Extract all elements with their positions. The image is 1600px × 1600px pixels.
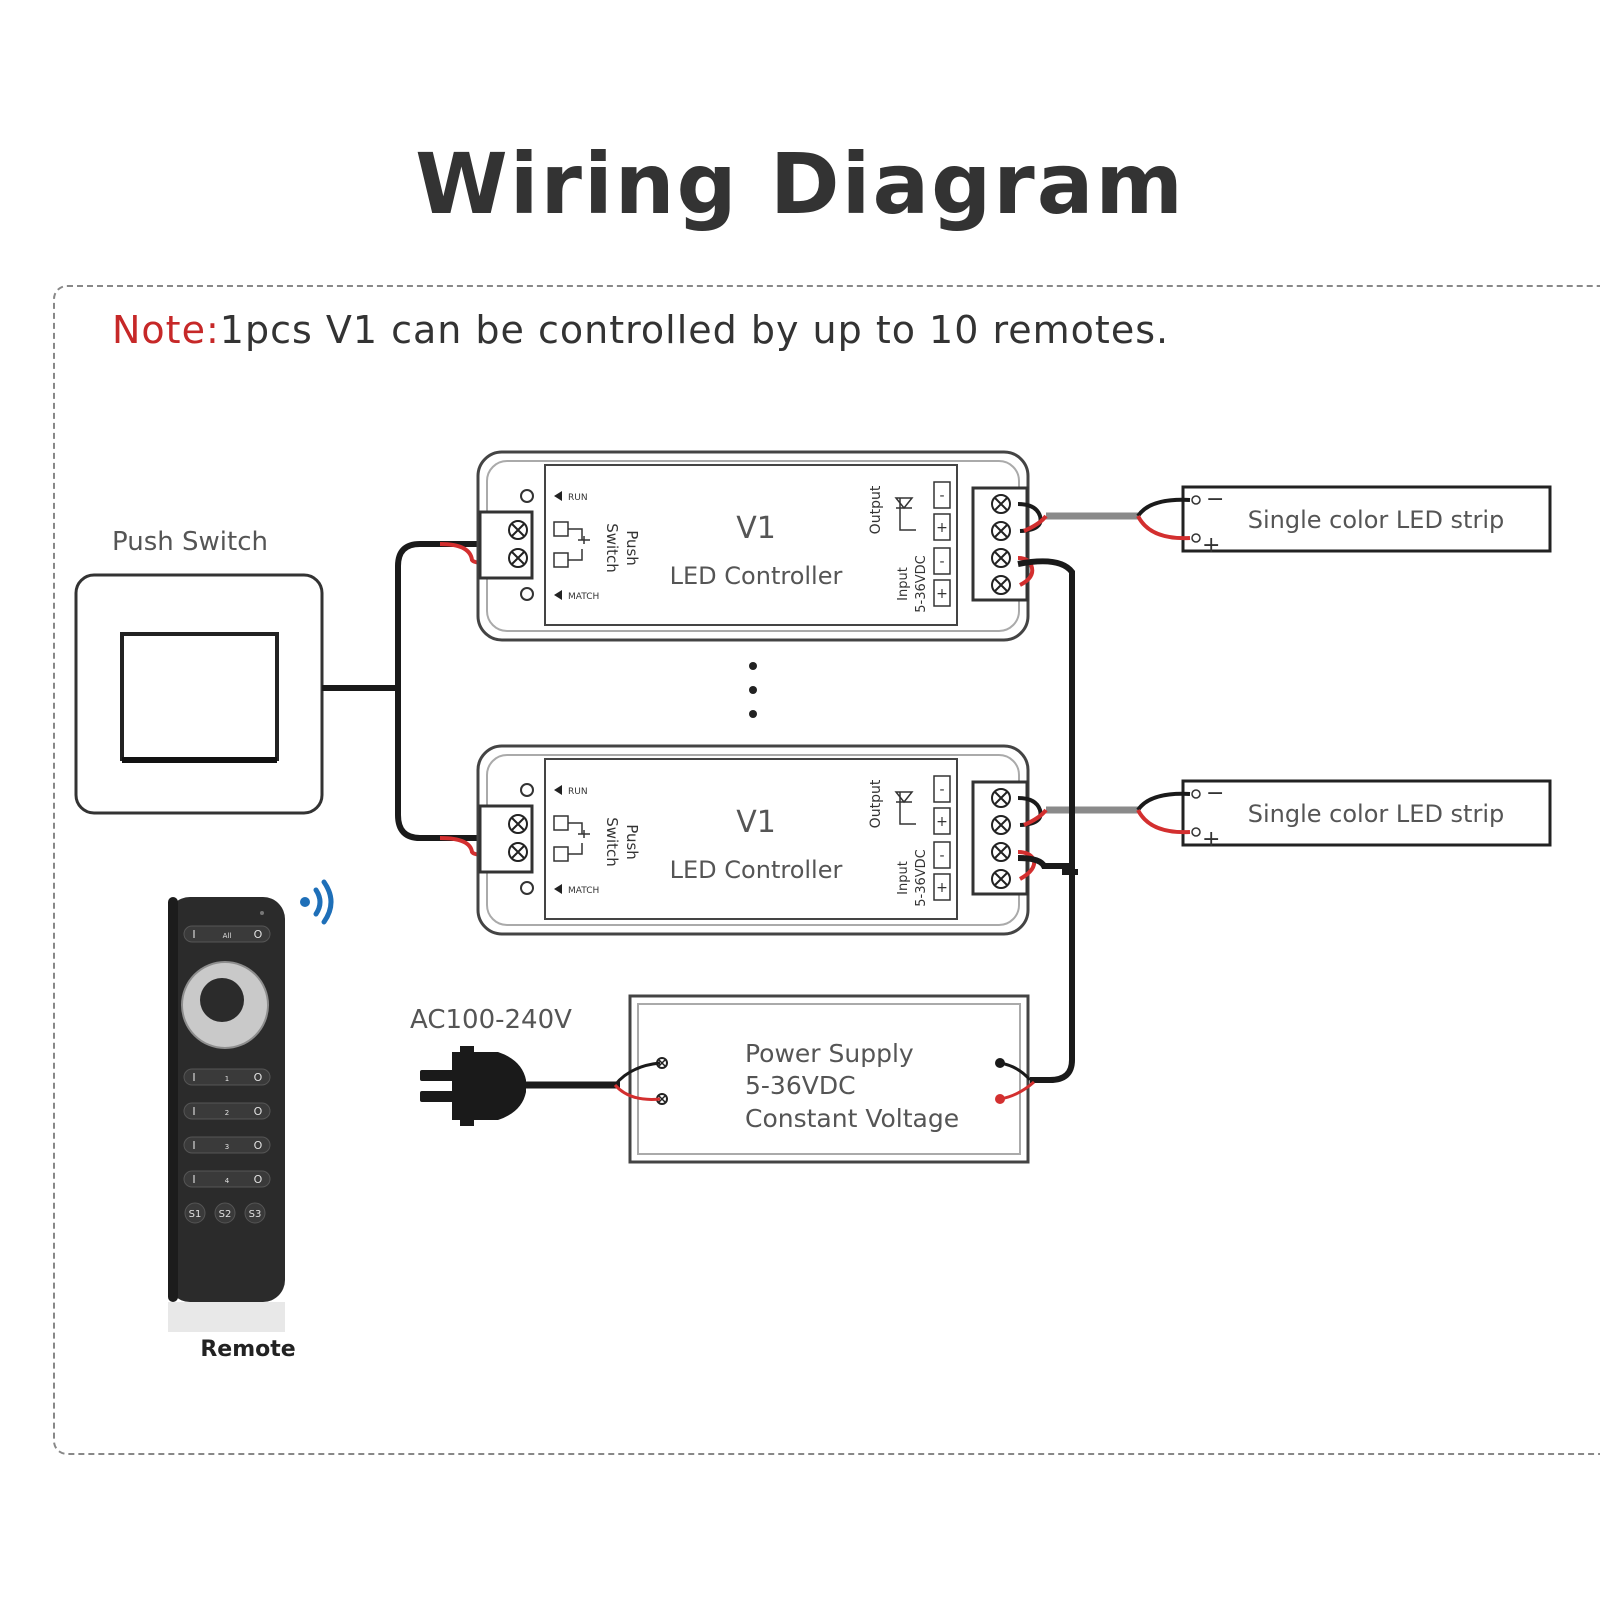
input-label: Input [896,567,911,601]
switch-label: Switch [603,523,621,573]
strip-minus: − [1206,487,1224,512]
remote-button-row[interactable]: I 1 O [183,1068,271,1086]
ellipsis-dots [749,662,757,718]
switch-label: Switch [603,817,621,867]
match-label: MATCH [568,886,599,896]
remote-button-mid-label: 2 [225,1109,229,1117]
remote-button-row[interactable]: I 3 O [183,1136,271,1154]
remote-button-right-label: O [254,1173,263,1186]
remote-button-row[interactable]: I 4 O [183,1170,271,1188]
remote-label: Remote [200,1337,295,1362]
remote-scene-label: S1 [189,1209,202,1220]
match-label: MATCH [568,592,599,602]
note-label: Note: [112,308,220,352]
power-bus-wires [1017,556,1078,1083]
remote-button-row[interactable]: I 2 O [183,1102,271,1120]
input-voltage-label: 5-36VDC [914,849,929,906]
push-label: Push [623,530,641,566]
controller-name: LED Controller [670,856,843,884]
controller-model: V1 [736,511,776,546]
push-switch-wires [322,541,517,857]
output-label: Output [868,779,884,828]
led-controller-2: RUN MATCH Push Switch V1 LED Controller … [476,744,1030,936]
strip-minus: − [1206,781,1224,806]
strip-wires [1017,497,1191,835]
led-controller-1: RUN MATCH Push Switch V1 LED Controller … [476,450,1030,642]
push-switch-label: Push Switch [112,527,268,557]
push-label: Push [623,824,641,860]
note-text: Note:1pcs V1 can be controlled by up to … [112,308,1169,352]
remote-button-left-label: I [192,928,195,941]
remote-scene-label: S2 [219,1209,232,1220]
remote-button-right-label: O [254,1139,263,1152]
remote-button-mid-label: 3 [225,1143,229,1151]
page-title: Wiring Diagram [415,135,1185,233]
remote-button-left-label: I [192,1105,195,1118]
remote-button-right-label: O [254,1071,263,1084]
strip-label: Single color LED strip [1248,506,1504,534]
remote-button-mid-label: All [223,932,232,940]
ac-voltage-label: AC100-240V [410,1005,572,1035]
remote-button-left-label: I [192,1071,195,1084]
strip-plus: + [1202,533,1220,558]
input-label: Input [896,861,911,895]
svg-text:+: + [936,814,948,830]
output-label: Output [868,485,884,534]
led-strip-1: − + Single color LED strip [1181,485,1552,558]
dashed-frame [53,285,1600,1455]
svg-text:+: + [936,880,948,896]
svg-text:-: - [939,554,944,570]
svg-text:-: - [939,782,944,798]
ps-line3: Constant Voltage [745,1104,959,1133]
svg-text:-: - [939,488,944,504]
controller-name: LED Controller [670,562,843,590]
ac-plug-icon: AC100-240V [410,1005,661,1126]
remote-scene-button[interactable]: S1 [184,1202,206,1224]
ps-line1: Power Supply [745,1039,914,1068]
remote-scene-label: S3 [249,1209,262,1220]
wireless-signal-icon [300,879,334,925]
input-voltage-label: 5-36VDC [914,555,929,612]
remote-button-right-label: O [254,1105,263,1118]
svg-text:+: + [936,520,948,536]
remote-scene-button[interactable]: S3 [244,1202,266,1224]
remote-button-mid-label: 4 [225,1177,230,1185]
power-supply: Power Supply 5-36VDC Constant Voltage [628,994,1035,1164]
remote-button-right-label: O [254,928,263,941]
svg-text:-: - [939,848,944,864]
strip-plus: + [1202,827,1220,852]
remote-button-mid-label: 1 [225,1075,229,1083]
strip-label: Single color LED strip [1248,800,1504,828]
remote-button-row[interactable]: I All O [183,925,271,943]
svg-text:+: + [936,586,948,602]
run-label: RUN [568,493,588,503]
remote-scene-button[interactable]: S2 [214,1202,236,1224]
remote-button-left-label: I [192,1139,195,1152]
remote-scene-buttons: S1 S2 S3 [184,1202,266,1224]
ps-line2: 5-36VDC [745,1071,856,1100]
controller-model: V1 [736,805,776,840]
push-switch: Push Switch [74,527,324,815]
run-label: RUN [568,787,588,797]
remote-button-left-label: I [192,1173,195,1186]
led-strip-2: − + Single color LED strip [1181,779,1552,852]
note-body: 1pcs V1 can be controlled by up to 10 re… [219,308,1170,352]
